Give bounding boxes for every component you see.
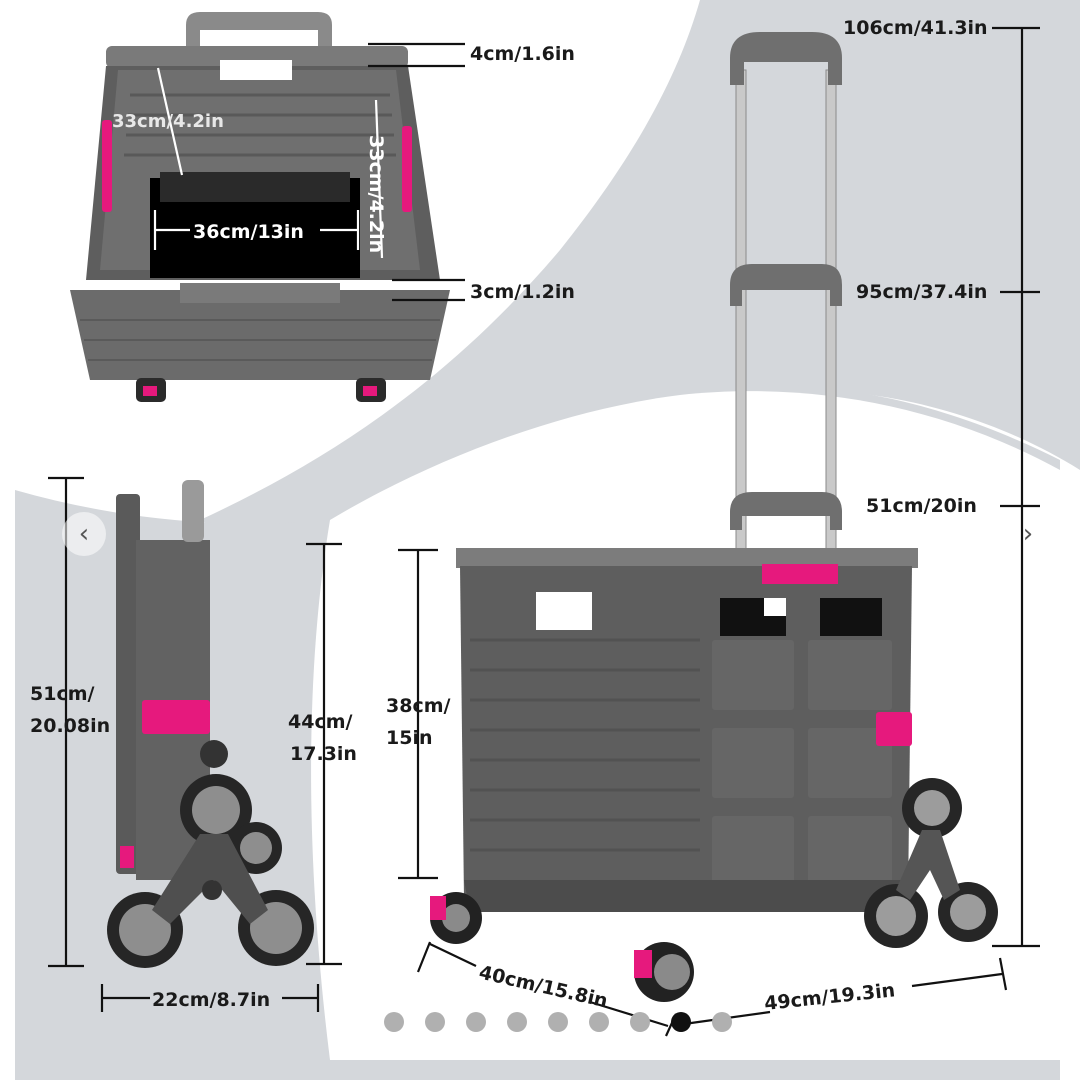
carousel-dot[interactable] — [671, 1012, 691, 1032]
chevron-right-icon: › — [1022, 519, 1034, 549]
total-height-label-2: 20.08in — [30, 715, 110, 737]
carousel-prev-button[interactable]: ‹ — [62, 512, 106, 556]
folded-side-view — [107, 480, 314, 968]
carousel-dot[interactable] — [630, 1012, 650, 1032]
body-height-label-1: 44cm/ — [288, 711, 353, 733]
max-height-label: 106cm/41.3in — [843, 17, 988, 39]
front-view-cart — [430, 32, 998, 1002]
rim-height-label: 4cm/1.6in — [470, 43, 575, 65]
carousel-dot[interactable] — [507, 1012, 527, 1032]
folded-view-dimensions — [48, 476, 342, 1012]
box-height-label-2: 15in — [386, 727, 432, 749]
folded-depth-label: 22cm/8.7in — [152, 989, 270, 1011]
top-view-crate — [70, 12, 450, 402]
box-height-label-1: 38cm/ — [386, 695, 451, 717]
total-height-label-1: 51cm/ — [30, 683, 95, 705]
carousel-dot[interactable] — [466, 1012, 486, 1032]
bottom-height-label: 3cm/1.2in — [470, 281, 575, 303]
body-height-label-2: 17.3in — [290, 743, 357, 765]
chevron-left-icon: ‹ — [78, 519, 90, 549]
mid-height-label: 95cm/37.4in — [856, 281, 987, 303]
min-height-label: 51cm/20in — [866, 495, 977, 517]
inner-depth-left-label: 33cm/4.2in — [112, 111, 224, 132]
carousel-dot[interactable] — [589, 1012, 609, 1032]
carousel-dot[interactable] — [425, 1012, 445, 1032]
carousel-pagination — [384, 1012, 732, 1032]
inner-depth-right-label: 33cm/4.2in — [365, 135, 387, 253]
inner-width-label: 36cm/13in — [193, 221, 304, 243]
carousel-dot[interactable] — [712, 1012, 732, 1032]
stair-wheel-cluster — [864, 778, 998, 948]
carousel-dot[interactable] — [384, 1012, 404, 1032]
top-view-dimensions — [153, 42, 465, 302]
carousel-dot[interactable] — [548, 1012, 568, 1032]
carousel-next-button[interactable]: › — [1006, 512, 1050, 556]
